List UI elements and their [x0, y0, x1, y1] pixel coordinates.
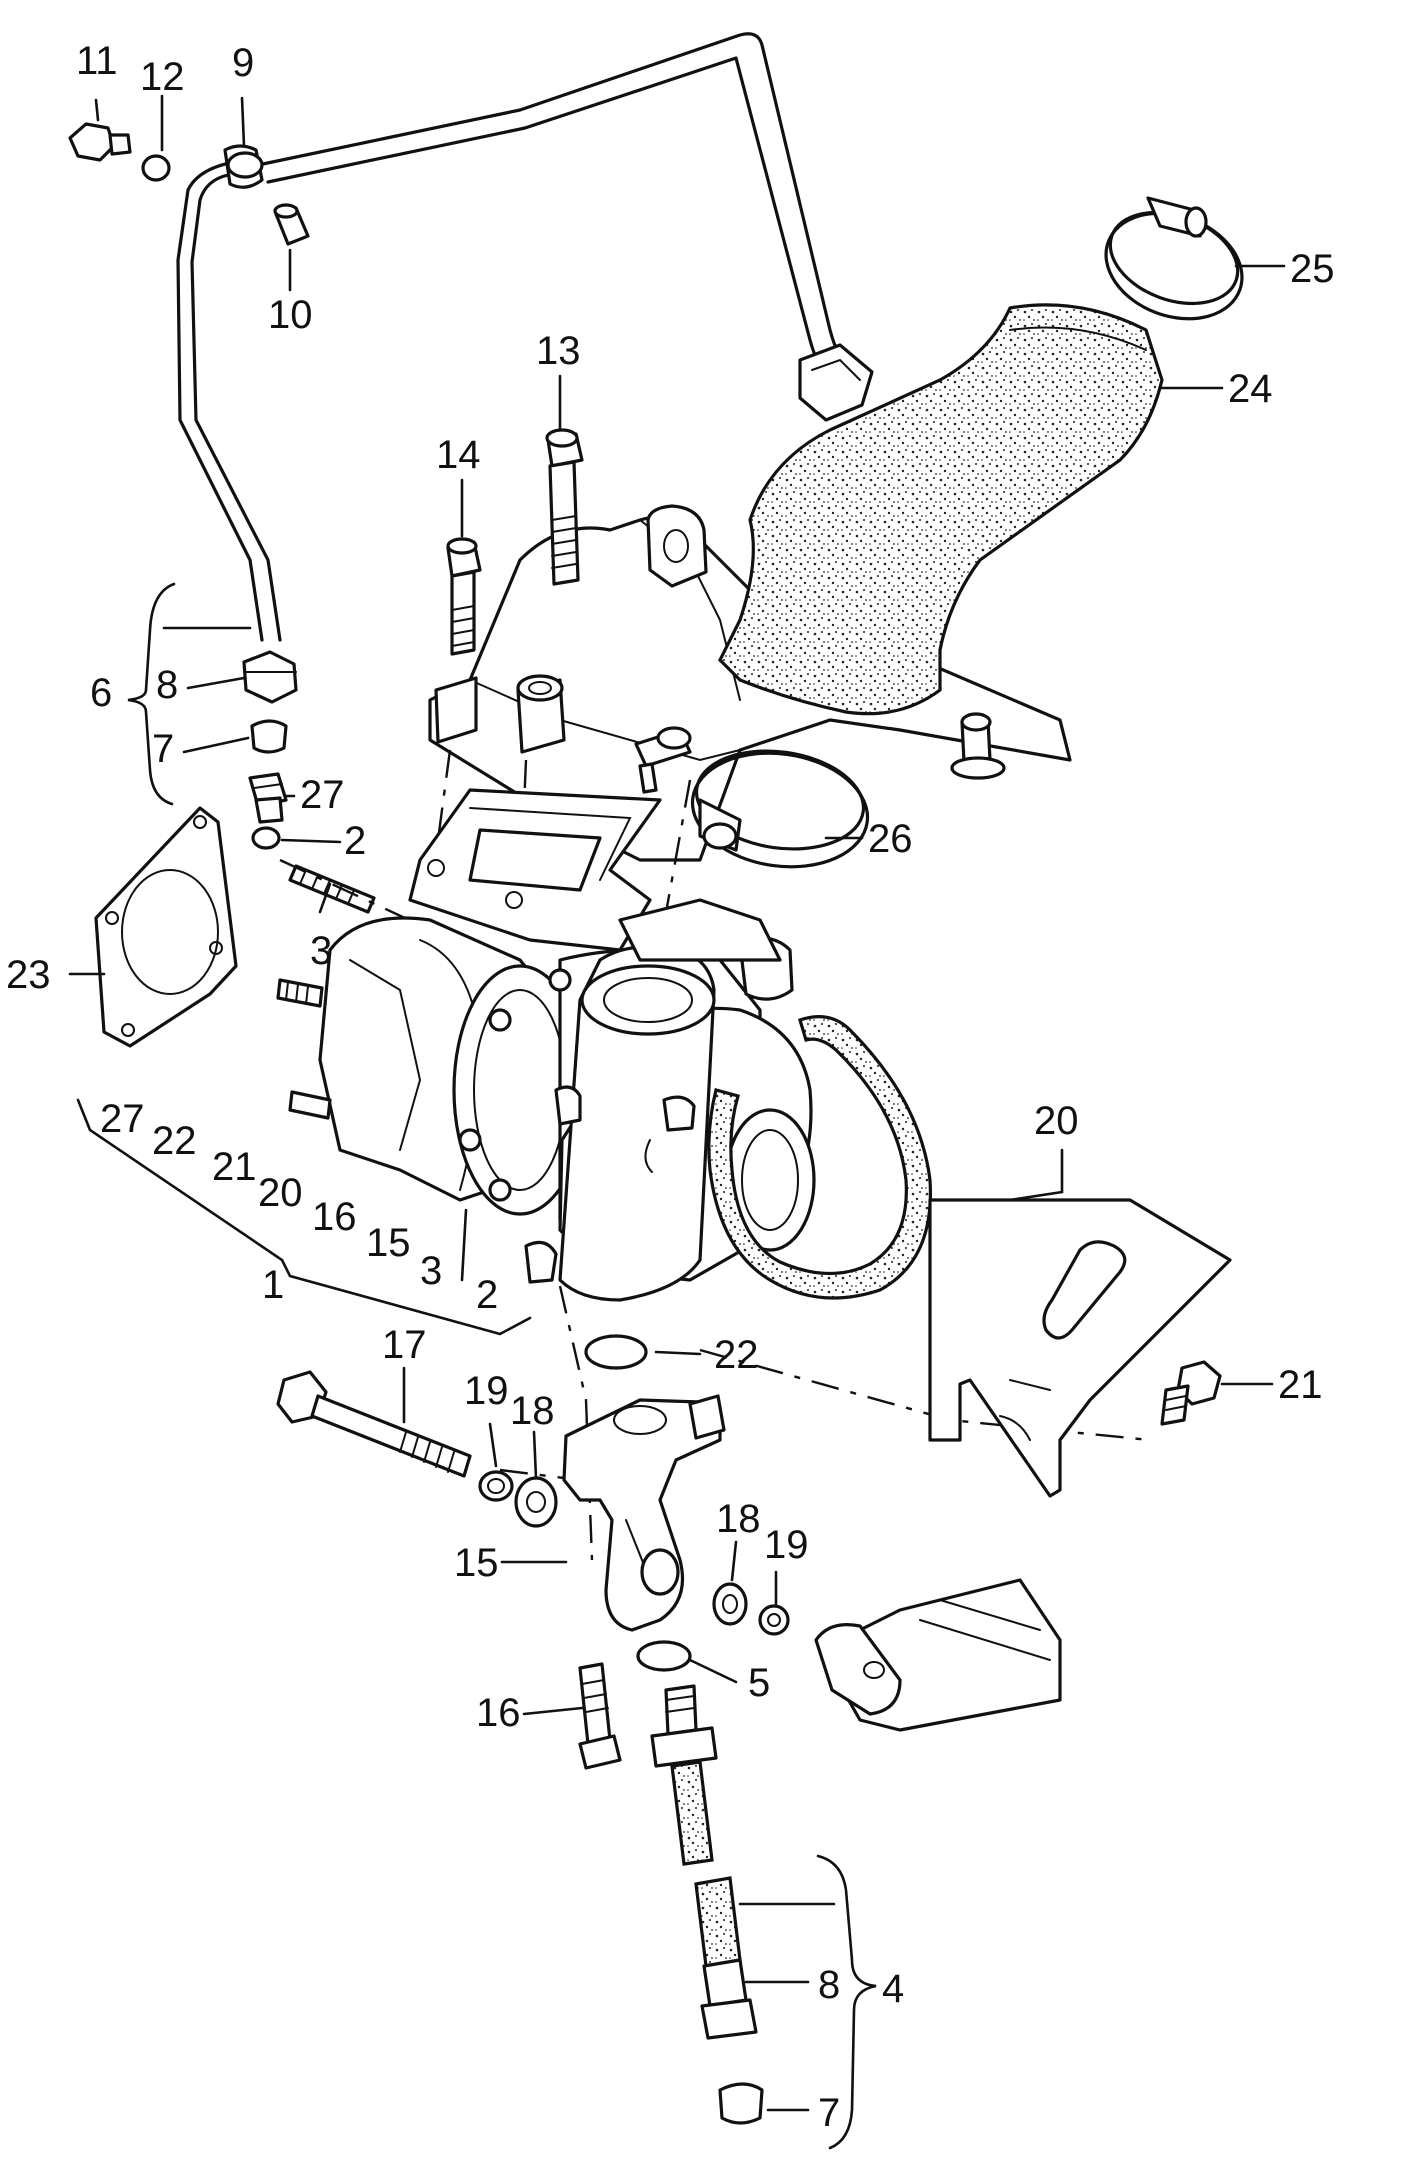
part-3-stud — [288, 864, 376, 914]
engine-block-stud — [950, 712, 1006, 780]
callout-2-upper: 2 — [344, 819, 366, 863]
part-26-hose-clamp — [690, 749, 870, 869]
part-13-bolt — [545, 428, 584, 586]
part-23-gasket — [94, 806, 238, 1048]
part-18-washer-upper — [514, 1476, 558, 1528]
oil-return-line — [650, 1684, 758, 2040]
part-5-o-ring — [636, 1640, 692, 1672]
callout-27-upper: 27 — [300, 773, 345, 817]
callout-26: 26 — [868, 817, 913, 861]
centerline-15 — [558, 1285, 594, 1561]
callout-8-upper: 8 — [156, 663, 178, 707]
part-14-bolt — [446, 537, 482, 656]
callout-21-upper: 21 — [1278, 1363, 1323, 1407]
callout-22-lower: 22 — [152, 1119, 197, 1163]
callout-20-lower: 20 — [258, 1171, 303, 1215]
callout-15-lower: 15 — [366, 1221, 411, 1265]
part-25-hose-clamp — [1104, 196, 1244, 321]
part-20-heat-shield — [928, 1198, 1232, 1498]
callout-15-upper: 15 — [454, 1541, 499, 1585]
callout-20-upper: 20 — [1034, 1099, 1079, 1143]
callout-18-upper: 18 — [510, 1389, 555, 1433]
part-15-oil-return-pipe — [562, 1394, 726, 1632]
part-19-spacer-upper — [478, 1470, 514, 1502]
callout-8-lower: 8 — [818, 1963, 840, 2007]
callout-19-lower: 19 — [764, 1523, 809, 1567]
turbocharger-body — [276, 898, 816, 1302]
part-2-washer-upper — [251, 826, 281, 850]
callout-11: 11 — [76, 39, 118, 83]
callout-1: 1 — [262, 1263, 284, 1307]
part-11-bolt — [68, 122, 132, 162]
part-7-seal-lower — [718, 2082, 764, 2125]
part-19-spacer-lower — [758, 1604, 790, 1636]
callout-4: 4 — [882, 1967, 904, 2011]
vacuum-nipple-fitting — [634, 726, 692, 794]
callout-19-upper: 19 — [464, 1369, 509, 1413]
part-8-union-nut-upper — [242, 650, 298, 704]
callout-6: 6 — [90, 671, 112, 715]
part-18-washer-lower — [712, 1582, 748, 1626]
part-17-bolt — [276, 1370, 472, 1478]
part-21-bolt — [1160, 1360, 1222, 1426]
oil-pan-fragment — [814, 1578, 1062, 1732]
callout-14: 14 — [436, 433, 481, 477]
part-22-gasket — [584, 1334, 648, 1370]
callout-25: 25 — [1290, 247, 1335, 291]
callout-18-lower: 18 — [716, 1497, 761, 1541]
callout-24: 24 — [1228, 367, 1273, 411]
callout-3-lower: 3 — [420, 1249, 442, 1293]
callout-9: 9 — [232, 41, 254, 85]
callout-7-upper: 7 — [152, 727, 174, 771]
callout-16-lower: 16 — [312, 1195, 357, 1239]
oil-return-hose-loop — [707, 1015, 933, 1300]
oil-supply-line — [176, 32, 874, 642]
part-12-washer — [141, 154, 171, 182]
callout-17: 17 — [382, 1323, 427, 1367]
callout-13: 13 — [536, 329, 581, 373]
exhaust-manifold — [428, 504, 1072, 862]
callout-labels: 11 12 9 10 13 14 25 24 6 8 7 27 2 3 23 2… — [6, 39, 1335, 2135]
callout-5: 5 — [748, 1661, 770, 1705]
callout-21-lower: 21 — [212, 1145, 257, 1189]
callout-12: 12 — [140, 55, 185, 99]
callout-3-upper: 3 — [310, 929, 332, 973]
callout-2-lower: 2 — [476, 1273, 498, 1317]
hose-24-cuff-line — [1009, 326, 1147, 351]
callout-7-lower: 7 — [818, 2091, 840, 2135]
part-16-bolt — [578, 1662, 622, 1770]
part-24-intake-hose — [718, 303, 1164, 716]
part-27-union-screw — [248, 772, 288, 824]
callout-16-upper: 16 — [476, 1691, 521, 1735]
leader-lines — [68, 94, 1286, 2150]
part-7-seal-upper — [250, 719, 288, 754]
turbo-flange-plate — [408, 788, 662, 952]
callout-10: 10 — [268, 293, 313, 337]
callout-23: 23 — [6, 953, 51, 997]
callout-27-lower: 27 — [100, 1097, 145, 1141]
callout-22-upper: 22 — [714, 1333, 759, 1377]
part-10-sleeve — [273, 203, 310, 246]
